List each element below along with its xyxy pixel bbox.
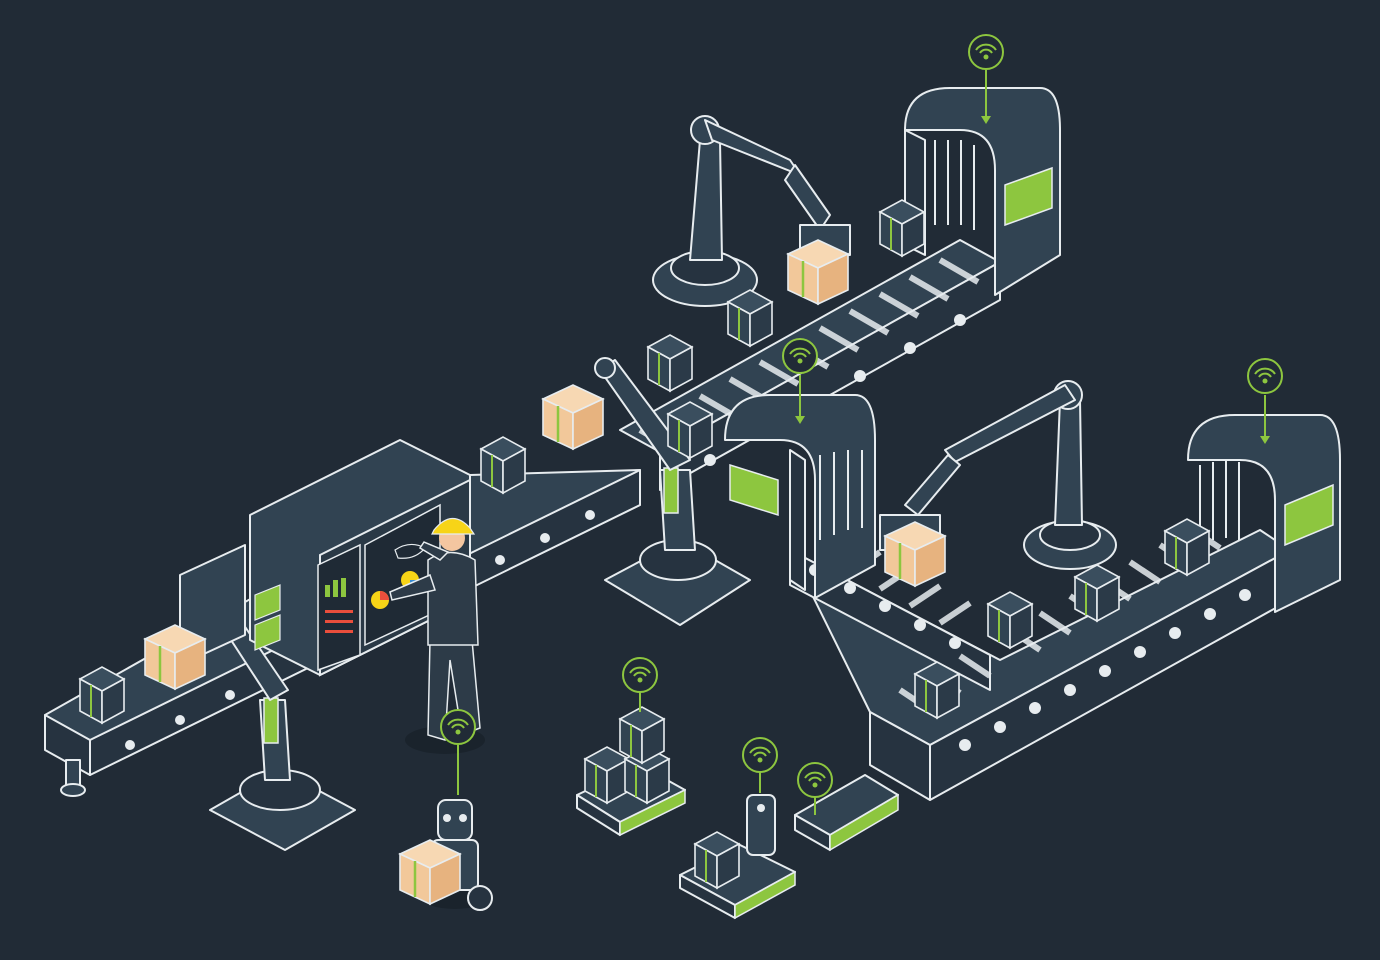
wifi-signal-icon bbox=[968, 34, 1004, 70]
control-station bbox=[179, 439, 471, 677]
robotic-arm-top bbox=[652, 115, 851, 307]
delivery-robot-icon bbox=[398, 709, 493, 911]
wifi-signal-icon bbox=[742, 737, 778, 773]
robotic-arm-right bbox=[879, 380, 1117, 570]
wifi-signal-icon bbox=[1247, 358, 1283, 394]
agv-cart-icon bbox=[794, 762, 899, 852]
dashboard-screen bbox=[317, 503, 441, 672]
wifi-signal-icon bbox=[622, 657, 658, 693]
wifi-signal-icon bbox=[782, 338, 818, 374]
wifi-signal-icon bbox=[440, 709, 476, 745]
gateway-middle bbox=[724, 338, 876, 599]
wifi-signal-icon bbox=[797, 762, 833, 798]
agv-cart-icon bbox=[576, 657, 686, 837]
agv-cart-icon bbox=[679, 737, 796, 920]
gateway-right bbox=[1187, 358, 1341, 613]
